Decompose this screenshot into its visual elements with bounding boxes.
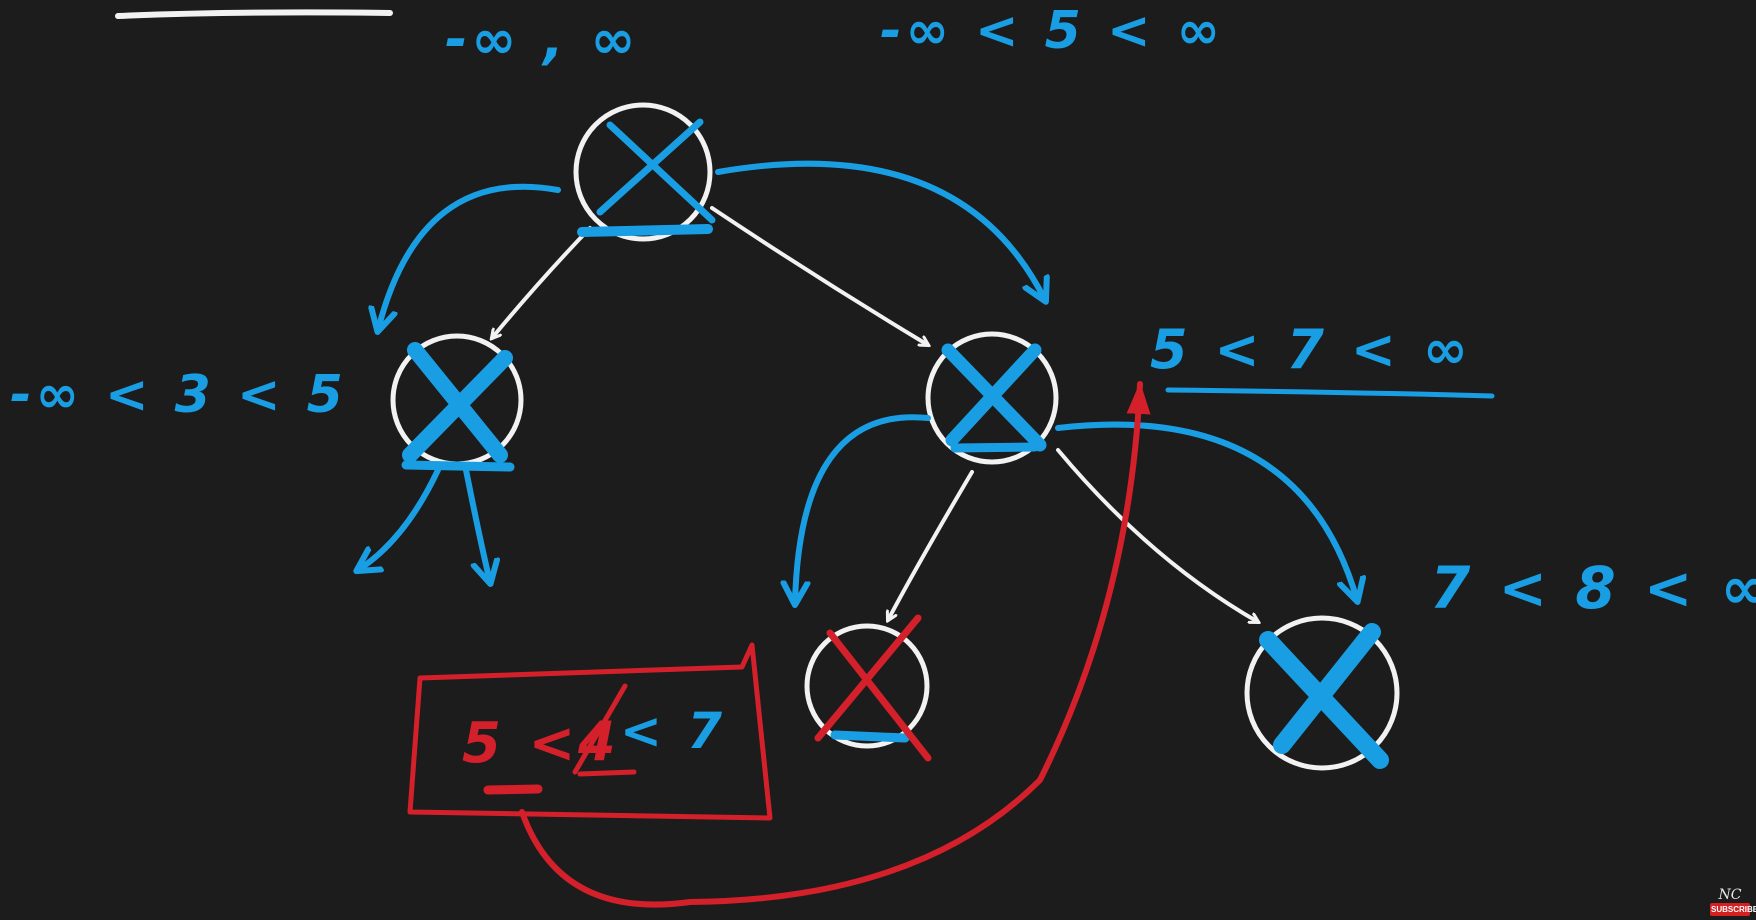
label-root-range: -∞ , ∞ [445,8,640,71]
node-root [573,102,713,242]
edge-root-left [492,226,592,338]
node-right-left-crossout [814,614,932,762]
arrow-right-to-left [795,414,931,603]
node-right [925,331,1059,465]
node-left-crossout [401,342,515,472]
label-right-check: 5 < 7 < ∞ [1150,318,1472,381]
arrow-left-down-right [463,467,490,582]
label-right-check-line [1165,387,1495,399]
label-root-check: -∞ < 5 < ∞ [880,1,1224,61]
edge-right-right [1056,448,1258,622]
error-box-underline [483,784,543,795]
box-check-value: 4 [577,710,620,773]
node-right-crossout [941,343,1047,453]
edge-root-right [710,206,928,345]
arrow-left-down-left [358,467,441,570]
box-check-low: 5 < [462,711,579,776]
node-root-crossout [577,118,716,237]
arrow-right-to-right [1055,421,1357,600]
label-left-check: -∞ < 3 < 5 [10,365,347,425]
box-check-high: < 7 [620,702,726,760]
subscribe-badge[interactable]: SUBSCRIBE [1710,903,1756,916]
top-underline [115,9,393,19]
box-value-strike [572,683,628,775]
box-value-underline [577,769,637,777]
node-right-left [804,623,930,749]
logo-mark: NC [1718,887,1742,903]
node-right-left-underline [830,730,910,743]
arrow-recheck-to-parent [519,381,1151,908]
node-right-right-crossout [1259,623,1389,769]
arrow-root-to-left [378,183,561,330]
node-right-right [1244,615,1400,771]
label-right-right-check: 7 < 8 < ∞ [1430,554,1756,622]
channel-logo[interactable]: NC SUBSCRIBE [1710,887,1756,916]
arrow-root-to-right [715,160,1045,300]
error-box [407,642,773,821]
edge-right-left [888,470,974,620]
